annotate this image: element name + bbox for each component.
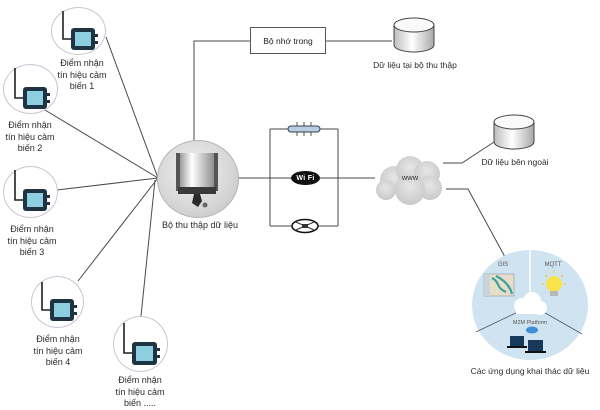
sensor-device-icon — [14, 68, 50, 109]
sensor-circle — [113, 316, 168, 372]
external-database-label: Dữ liệu bên ngoài — [481, 157, 549, 167]
sensor-device-icon — [14, 170, 50, 211]
collector-circle — [157, 140, 239, 218]
sensor-circle — [31, 276, 84, 328]
sensor-device-icon — [123, 323, 160, 365]
app-segment-gis: GIS — [497, 262, 509, 268]
sensor-label: Điểm nhận tín hiệu cảm biến 4 — [28, 334, 88, 369]
sensor-device-icon — [62, 11, 98, 50]
link-collector-memory — [193, 40, 251, 145]
collector-label: Bộ thu thập dữ liệu — [161, 220, 239, 230]
sensor-label-line: tín hiệu cảm — [57, 69, 107, 80]
sensor-label-line: biến 1 — [69, 81, 95, 91]
laptops-icon — [507, 326, 546, 353]
link-sensor-1 — [105, 36, 159, 179]
sensor-label-line: Điểm nhận — [36, 334, 80, 344]
sensor-label: Điểm nhận tín hiệu cảm biến 1 — [52, 58, 112, 93]
cloud-icon — [514, 292, 547, 315]
link-cloud-apps — [446, 188, 506, 258]
cellular-3g-icon — [291, 218, 319, 234]
sensor-label-line: tín hiệu cảm — [7, 235, 57, 246]
sensor-label-line: Điểm nhận — [118, 375, 162, 385]
map-icon — [483, 273, 515, 297]
sensor-label-line: Điểm nhận — [10, 224, 54, 234]
database-icon — [493, 114, 535, 150]
app-segment-mqtt: MQTT — [544, 262, 562, 268]
internal-memory-box[interactable]: Bộ nhớ trong — [250, 27, 326, 54]
link-sensor-2 — [44, 109, 159, 179]
sensor-circle — [3, 166, 58, 218]
sensor-label: Điểm nhận tín hiệu cảm biến ..... — [110, 375, 170, 410]
applications-label: Các ứng dụng khai thác dữ liệu — [470, 366, 590, 376]
sensor-label-line: Điểm nhận — [60, 58, 104, 68]
applications-circle — [472, 250, 588, 360]
sensor-label-line: biến 3 — [19, 247, 45, 257]
internet-label: www — [401, 173, 419, 182]
data-logger-icon — [176, 153, 218, 208]
cloud-icon — [376, 156, 442, 205]
database-icon — [393, 17, 435, 53]
sensor-label-line: Điểm nhận — [8, 120, 52, 130]
ethernet-icon — [287, 122, 321, 136]
sensor-label-line: tín hiệu cảm — [5, 131, 55, 142]
sensor-label-line: biến 2 — [17, 143, 43, 153]
lightbulb-icon — [542, 270, 566, 296]
sensor-label-line: biến ..... — [123, 398, 157, 408]
link-sensor-4 — [77, 177, 159, 282]
sensor-label-line: tín hiệu cảm — [33, 345, 83, 356]
link-cloud-extdb — [443, 141, 495, 164]
link-sensor-3 — [56, 177, 159, 191]
sensor-device-icon — [41, 282, 77, 321]
sensor-circle — [3, 64, 58, 114]
link-sensor-5 — [140, 179, 156, 317]
sensor-circle — [51, 7, 106, 55]
wifi-icon: Wi Fi — [291, 171, 320, 185]
sensor-label: Điểm nhận tín hiệu cảm biến 3 — [2, 224, 62, 259]
app-segment-m2m: M2M Platform — [512, 320, 548, 326]
sensor-label-line: tín hiệu cảm — [115, 386, 165, 397]
local-database-label: Dữ liệu tại bộ thu thập — [373, 60, 457, 70]
sensor-label: Điểm nhận tín hiệu cảm biến 2 — [0, 120, 60, 155]
sensor-label-line: biến 4 — [45, 357, 71, 367]
